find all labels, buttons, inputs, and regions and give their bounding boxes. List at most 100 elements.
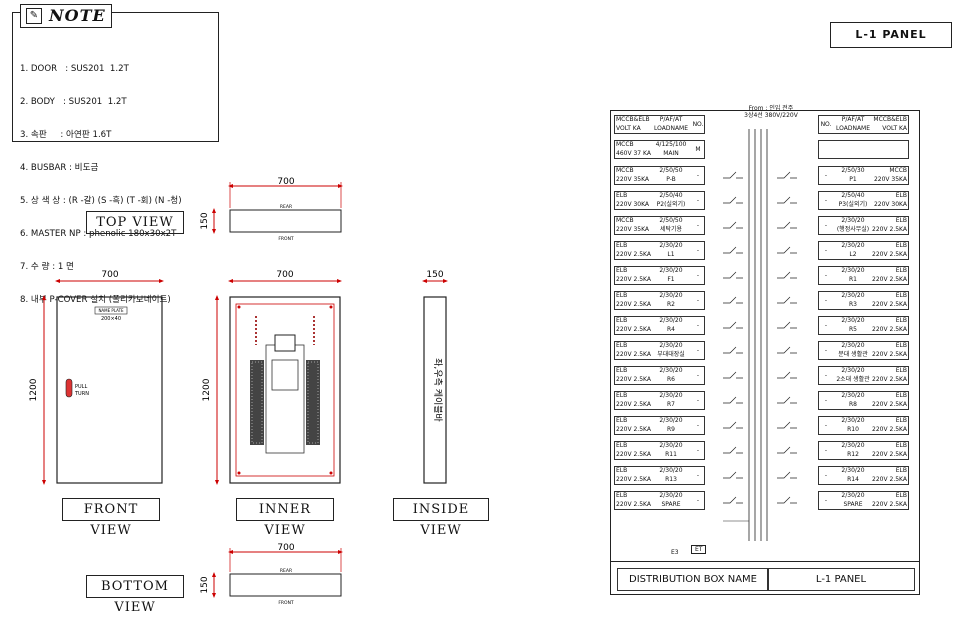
cell-volt: 220V 2.5KA bbox=[872, 451, 907, 458]
note-pencil-icon: ✎ bbox=[26, 8, 42, 24]
cell-type: ELB bbox=[895, 417, 907, 424]
bottom-front-label: FRONT bbox=[278, 600, 294, 606]
cell-rating: 2/30/20 bbox=[659, 267, 683, 274]
cell-rating: 2/30/20 bbox=[659, 417, 683, 424]
cell-load: R10 bbox=[847, 426, 859, 433]
cell-no: - bbox=[696, 472, 700, 479]
cell-type: ELB bbox=[616, 442, 628, 449]
cell-rating: 2/30/20 bbox=[659, 367, 683, 374]
cell-volt: 220V 2.5KA bbox=[616, 301, 651, 308]
e3-label: E3 bbox=[671, 549, 679, 556]
note-line: 5. 상 색 상 : (R -갈) (S -흑) (T -회) (N -청) bbox=[20, 196, 182, 206]
cell-volt: 220V 2.5KA bbox=[616, 426, 651, 433]
cell-no: - bbox=[696, 372, 700, 379]
cell-load: R11 bbox=[665, 451, 677, 458]
cell-load: 2소대 생활관 bbox=[836, 376, 870, 383]
cell-no: - bbox=[696, 347, 700, 354]
inner-width-dim: 700 bbox=[276, 270, 293, 280]
cell-load: R9 bbox=[667, 426, 675, 433]
front-view-drawing: 700 1200 NAME PLATE 200×40 PULL TURN bbox=[29, 270, 164, 485]
note-line: 1. DOOR : SUS201 1.2T bbox=[20, 64, 129, 74]
cell-volt: 460V 37 KA bbox=[616, 150, 651, 157]
breaker-symbol bbox=[723, 171, 743, 179]
cell-type: ELB bbox=[616, 192, 628, 199]
cell-load: 부대대장실 bbox=[657, 351, 685, 358]
cell-volt: 220V 2.5KA bbox=[872, 251, 907, 258]
cell-load: R6 bbox=[667, 376, 675, 383]
bottom-view-label: BOTTOM VIEW bbox=[86, 575, 184, 615]
panel-title: L-1 PANEL bbox=[830, 22, 952, 48]
breaker-symbol bbox=[723, 196, 743, 204]
cell-load: R4 bbox=[667, 326, 675, 333]
handle-pull: PULL bbox=[75, 384, 87, 390]
breaker-symbol bbox=[723, 471, 743, 479]
cell-rating: 2/30/20 bbox=[841, 417, 865, 424]
cell-no: - bbox=[824, 247, 828, 254]
bottom-rear-label: REAR bbox=[280, 568, 292, 574]
bottom-depth-dim: 150 bbox=[200, 576, 210, 593]
nameplate-size: 200×40 bbox=[101, 316, 121, 322]
cell-load: L1 bbox=[667, 251, 675, 258]
cell-type: MCCB bbox=[616, 217, 634, 224]
cell-volt: VOLT KA bbox=[882, 125, 907, 132]
et-label: ET bbox=[691, 545, 707, 554]
cell-rating: 2/50/40 bbox=[659, 192, 683, 199]
cell-volt: 220V 35KA bbox=[873, 176, 907, 183]
cell-load: P-B bbox=[666, 176, 676, 183]
schedule-cell: MCCB 2/50/50 220V 35KA P-B - bbox=[614, 166, 705, 185]
cell-rating: 2/50/50 bbox=[659, 167, 683, 174]
cell-volt: 220V 2.5KA bbox=[872, 426, 907, 433]
drawing-views: 700 REAR FRONT 150 700 1200 NAME PLATE 2… bbox=[29, 177, 448, 606]
cell-volt: 220V 2.5KA bbox=[616, 501, 651, 508]
cell-load: R3 bbox=[849, 301, 857, 308]
top-depth-dim: 150 bbox=[200, 212, 210, 229]
cell-rating: 2/30/20 bbox=[659, 317, 683, 324]
cell-rating: 2/30/20 bbox=[659, 492, 683, 499]
inside-side-text: 좌,우측 케이블바 bbox=[432, 358, 443, 422]
cell-no: - bbox=[696, 172, 700, 179]
breaker-symbol bbox=[723, 296, 743, 304]
breaker-symbol bbox=[777, 346, 797, 354]
cell-volt: 220V 2.5KA bbox=[872, 501, 907, 508]
cell-rating: 2/30/20 bbox=[841, 492, 865, 499]
cell-no: - bbox=[824, 172, 828, 179]
cell-type: ELB bbox=[616, 242, 628, 249]
cell-load: R5 bbox=[849, 326, 857, 333]
note-line: 2. BODY : SUS201 1.2T bbox=[20, 97, 127, 107]
cell-load: 분대 생활관 bbox=[838, 351, 868, 358]
cell-no: - bbox=[696, 197, 700, 204]
cell-volt: 220V 35KA bbox=[616, 176, 650, 183]
front-width-dim: 700 bbox=[101, 270, 118, 280]
cell-load: P1 bbox=[849, 176, 857, 183]
cell-rating: 2/30/20 bbox=[841, 367, 865, 374]
cell-rating: 2/50/50 bbox=[659, 217, 683, 224]
cell-load: SPARE bbox=[661, 501, 681, 508]
cell-volt: 220V 2.5KA bbox=[872, 401, 907, 408]
cell-load: L2 bbox=[849, 251, 857, 258]
cell-volt: 220V 2.5KA bbox=[616, 351, 651, 358]
handle-turn: TURN bbox=[74, 391, 89, 397]
bus-diagram bbox=[723, 129, 797, 541]
cell-load: R1 bbox=[849, 276, 857, 283]
bottom-view-drawing: 700 REAR FRONT 150 bbox=[200, 543, 343, 606]
note-lines: 1. DOOR : SUS201 1.2T 2. BODY : SUS201 1… bbox=[20, 42, 182, 317]
cell-type: MCCB bbox=[616, 141, 634, 148]
dist-box-bar: DISTRIBUTION BOX NAME L-1 PANEL bbox=[611, 561, 919, 595]
top-view-label: TOP VIEW bbox=[86, 211, 184, 234]
cell-volt: 220V 2.5KA bbox=[616, 276, 651, 283]
cell-volt: 220V 2.5KA bbox=[872, 476, 907, 483]
cell-load: R13 bbox=[665, 476, 677, 483]
cell-type: MCCB bbox=[616, 167, 634, 174]
cell-no: - bbox=[824, 397, 828, 404]
cell-type: MCCB bbox=[889, 167, 907, 174]
